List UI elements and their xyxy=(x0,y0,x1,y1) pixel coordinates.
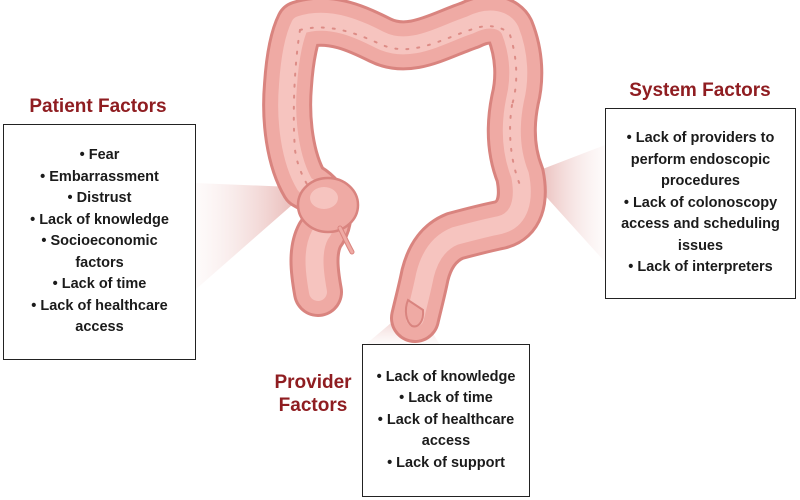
patient-factors-list: Fear Embarrassment Distrust Lack of know… xyxy=(25,145,175,339)
list-item: Lack of providers to perform endoscopic … xyxy=(616,128,786,193)
patient-factors-box: Fear Embarrassment Distrust Lack of know… xyxy=(3,124,196,360)
list-item: Lack of colonoscopy access and schedulin… xyxy=(616,193,786,258)
provider-factors-list: Lack of knowledge Lack of time Lack of h… xyxy=(367,367,525,475)
colon-icon xyxy=(262,0,547,343)
provider-factors-title-line1: Provider xyxy=(274,372,352,393)
provider-factors-box: Lack of knowledge Lack of time Lack of h… xyxy=(362,344,530,497)
list-item: Fear xyxy=(25,145,175,167)
list-item: Lack of healthcare access xyxy=(367,410,525,453)
list-item: Lack of time xyxy=(25,274,175,296)
system-callout-connector xyxy=(540,145,605,262)
provider-factors-title-line2: Factors xyxy=(278,395,348,416)
system-factors-list: Lack of providers to perform endoscopic … xyxy=(616,128,786,279)
list-item: Lack of support xyxy=(367,453,525,475)
list-item: Lack of knowledge xyxy=(367,367,525,389)
list-item: Lack of interpreters xyxy=(616,257,786,279)
patient-callout-connector xyxy=(195,183,292,290)
system-factors-box: Lack of providers to perform endoscopic … xyxy=(605,108,796,299)
patient-factors-title: Patient Factors xyxy=(29,96,167,117)
list-item: Socioeconomic factors xyxy=(30,231,170,274)
system-factors-title: System Factors xyxy=(629,80,771,101)
provider-factors-title: Provider Factors xyxy=(268,371,358,417)
list-item: Distrust xyxy=(25,188,175,210)
list-item: Lack of knowledge xyxy=(25,210,175,232)
list-item: Lack of time xyxy=(367,388,525,410)
list-item: Lack of healthcare access xyxy=(25,296,175,339)
list-item: Embarrassment xyxy=(25,167,175,189)
